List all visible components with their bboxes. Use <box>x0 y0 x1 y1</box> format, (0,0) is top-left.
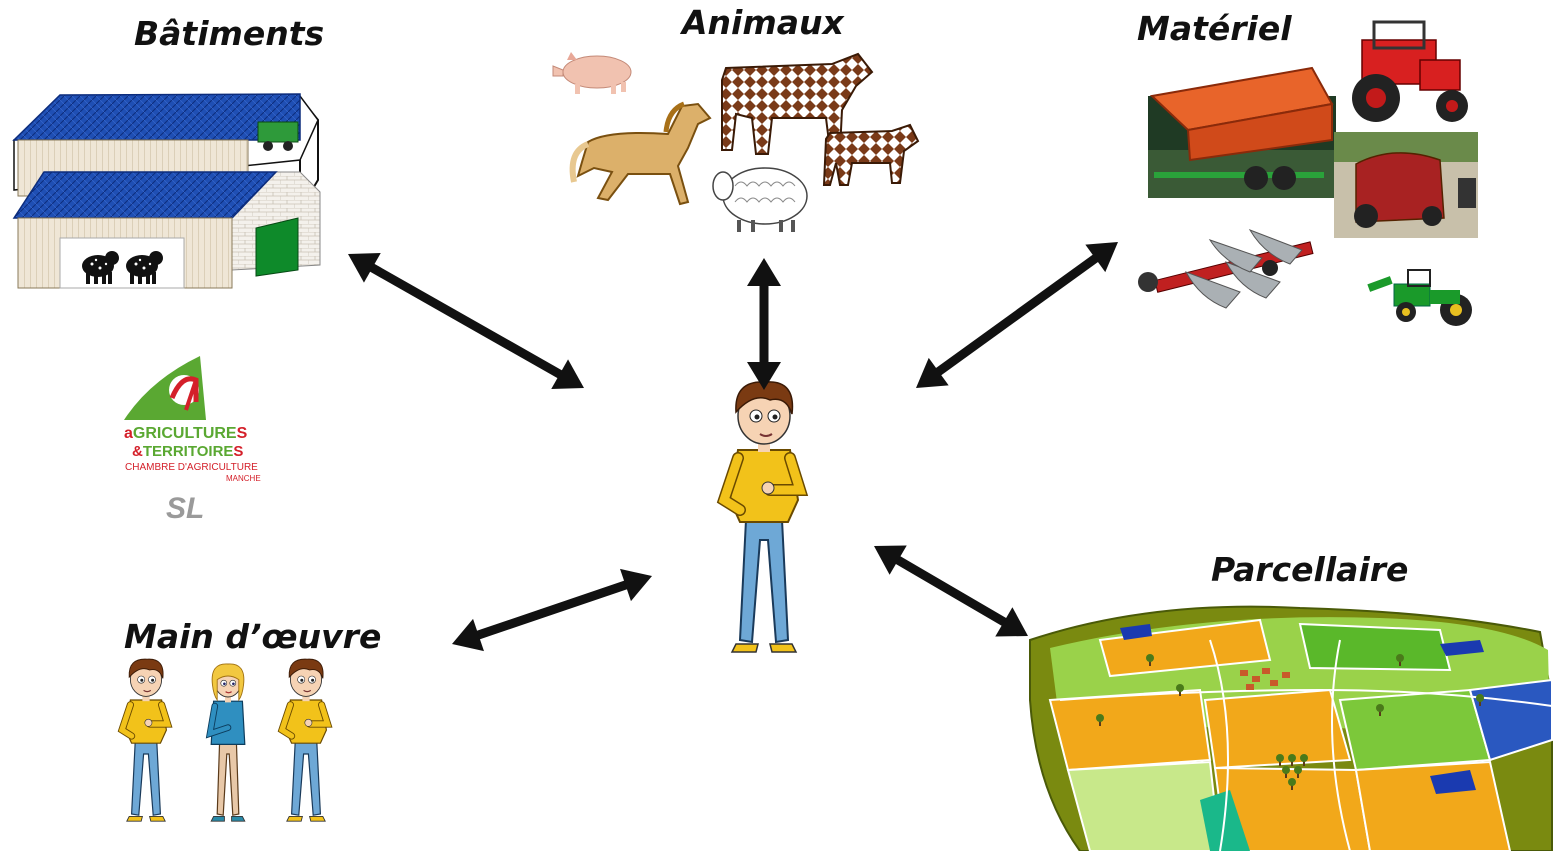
village <box>1240 668 1290 690</box>
logo-ampersand: & <box>132 443 143 460</box>
arrow-batiments-head-end <box>551 359 584 389</box>
logo-line-2: &TERRITOIRES <box>132 443 243 460</box>
worker-boy-left <box>122 659 168 821</box>
farmer-character <box>724 382 800 652</box>
arrow-parcellaire <box>874 545 1028 637</box>
label-main-oeuvre: Main d’œuvre <box>124 617 382 656</box>
logo-line-4: MANCHE <box>226 474 261 483</box>
animals-illustration <box>552 52 920 232</box>
arrow-parcellaire-shaft <box>888 552 1014 630</box>
arrow-materiel-shaft <box>929 250 1105 380</box>
agricultures-territoires-logo-mark <box>124 356 206 420</box>
workers-illustration <box>122 659 328 821</box>
arrow-main-oeuvre <box>452 568 652 652</box>
worker-girl <box>210 664 245 821</box>
equipment-illustration <box>1138 14 1478 326</box>
arrow-animaux <box>747 258 781 390</box>
arrow-main-oeuvre-shaft <box>469 578 635 642</box>
arrow-batiments <box>348 253 584 389</box>
buildings-illustration <box>12 93 321 289</box>
logo-word-agriculture: GRICULTURE <box>132 425 237 442</box>
arrow-batiments-head-start <box>348 253 381 283</box>
arrow-parcellaire-head-start <box>874 545 907 575</box>
logo-word-territoire: TERRITOIRE <box>142 443 234 460</box>
arrow-main-oeuvre-head-end <box>620 568 652 602</box>
arrow-parcellaire-head-end <box>995 607 1028 637</box>
logo-tag: SL <box>166 492 205 525</box>
arrow-animaux-head-start <box>747 258 781 286</box>
label-batiments: Bâtiments <box>134 14 325 53</box>
arrow-animaux-head-end <box>747 362 781 390</box>
arrow-batiments-shaft <box>363 259 569 383</box>
arrow-materiel-head-end <box>916 357 949 388</box>
relation-arrows <box>348 242 1118 652</box>
logo-line-1: aGRICULTURES <box>124 425 247 443</box>
logo-line-3: CHAMBRE D'AGRICULTURE <box>125 462 258 473</box>
label-parcellaire: Parcellaire <box>1211 550 1409 589</box>
arrow-materiel <box>916 242 1118 388</box>
logo-letter-s: S <box>236 425 248 442</box>
label-materiel: Matériel <box>1137 9 1292 48</box>
arrow-materiel-head-start <box>1085 242 1118 273</box>
logo-letter-s2: S <box>233 443 244 460</box>
logo-letter-a: a <box>124 425 133 442</box>
arrow-main-oeuvre-head-start <box>452 618 484 652</box>
label-animaux: Animaux <box>682 3 844 42</box>
worker-boy-right <box>282 659 328 821</box>
parcels-illustration <box>1029 605 1553 852</box>
